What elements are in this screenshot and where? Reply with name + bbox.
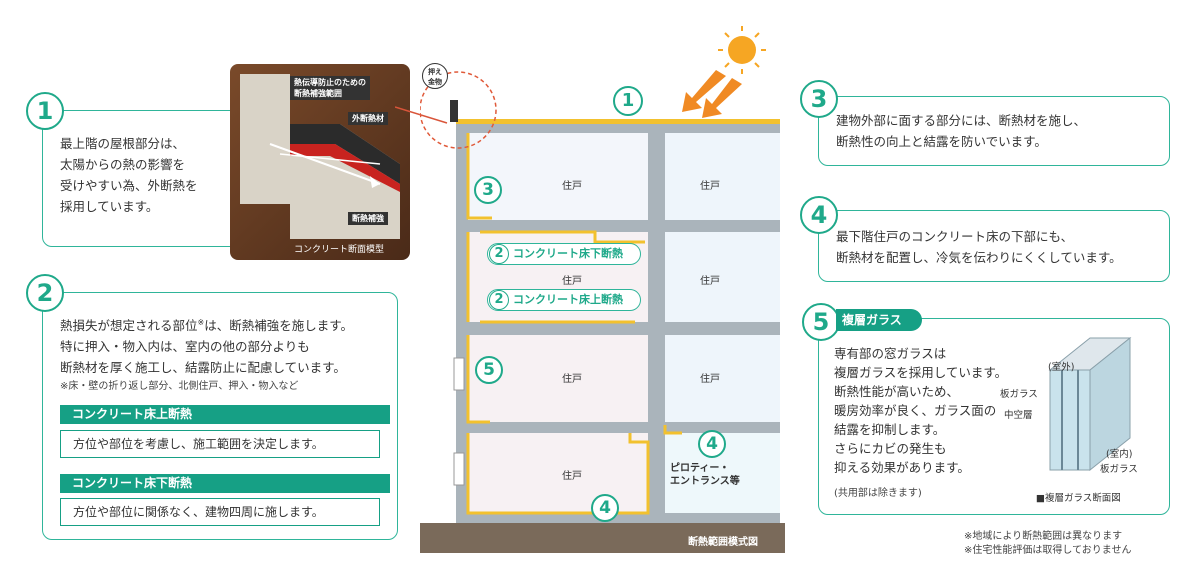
s5-line: 専有部の窓ガラスは [834,346,947,361]
ground [420,523,785,553]
section-3-card [818,96,1170,166]
pill-number: 2 [489,244,509,264]
s5-line: 断熱性能が高いため、 [834,384,960,399]
s5-line: さらにカビの発生も [834,441,947,456]
label-glass-outer: 板ガラス [1000,389,1038,400]
concrete-model-illustration [240,74,400,239]
fixture-label-line: 押え [428,68,442,76]
footnote: ※地域により断熱範囲は異なります [964,531,1123,542]
s2-line-part: 熱損失が想定される部位 [60,318,198,334]
fixture-metal [450,100,458,122]
unit-label: 住戸 [562,276,582,287]
photo-caption: コンクリート断面模型 [294,245,385,255]
inner-insulation [466,133,682,515]
section-5-title: 複層ガラス [836,309,922,331]
s1-line: 採用しています。 [60,199,159,214]
diagram-marker-1: 1 [613,86,643,116]
s4-line: 最下階住戸のコンクリート床の下部にも、 [836,229,1074,244]
footnote: ※住宅性能評価は取得しておりません [964,545,1132,556]
label-outside: (室外) [1048,362,1075,373]
window-icon [453,452,465,486]
section-5-text: 専有部の窓ガラスは 複層ガラスを採用しています。 断熱性能が高いため、 暖房効率… [834,344,1007,477]
photo-label-line: 熱伝導防止のための [294,78,366,87]
pill-floor-lower: 2 コンクリート床下断熱 [487,243,641,265]
photo-label-line: 断熱補強範囲 [294,89,342,98]
pill-text: コンクリート床上断熱 [513,293,623,306]
label-hollow: 中空層 [1004,410,1033,421]
s5-line: 抑える効果があります。 [834,460,970,475]
floor-lower-insulation-text: 方位や部位に関係なく、建物四周に施します。 [60,498,380,526]
label-inside: (室内) [1106,449,1133,460]
fixture-label: 押え 金物 [422,63,448,89]
glass-caption: ■複層ガラス断面図 [1036,493,1121,504]
floor-upper-insulation-title: コンクリート床上断熱 [60,405,390,424]
s5-line: 暖房効率が良く、ガラス面の [834,403,997,418]
fixture-highlight [420,71,497,149]
s1-line: 最上階の屋根部分は、 [60,136,186,151]
s1-line: 受けやすい為、外断熱を [60,178,198,193]
s2-line: 特に押入・物入内は、室内の他の部分よりも [60,339,310,355]
piloti-label: ピロティー・ エントランス等 [670,462,740,488]
section-1-text: 最上階の屋根部分は、 太陽からの熱の影響を 受けやすい為、外断熱を 採用していま… [60,133,198,217]
section-1-card [42,110,244,247]
section-1-number: 1 [26,92,64,130]
diagram-marker-4b: 4 [591,494,619,522]
heat-arrows [682,70,742,118]
piloti-line: ピロティー・ [670,463,730,474]
diagram-marker-5: 5 [475,356,503,384]
piloti-line: エントランス等 [670,476,740,487]
unit-label: 住戸 [562,471,582,482]
s5-line: 複層ガラスを採用しています。 [834,365,1008,380]
unit-label: 住戸 [562,374,582,385]
s3-line: 建物外部に面する部分には、断熱材を施し、 [836,113,1087,128]
diagram-marker-3: 3 [474,176,502,204]
pill-number: 2 [489,290,509,310]
photo-label-external-insulation: 外断熱材 [348,112,388,125]
floor-lower-insulation-title: コンクリート床下断熱 [60,474,390,493]
sun-icon [718,26,766,74]
section-5-note: (共用部は除きます) [834,488,922,499]
pill-text: コンクリート床下断熱 [513,247,623,260]
section-2-number: 2 [26,274,64,312]
s4-line: 断熱材を配置し、冷気を伝わりにくくしています。 [836,250,1122,265]
s2-line-part: は、断熱補強を施します。 [204,318,353,334]
label-glass-inner: 板ガラス [1100,464,1138,475]
pill-floor-upper: 2 コンクリート床上断熱 [487,289,641,311]
floor-upper-insulation-text: 方位や部位を考慮し、施工範囲を決定します。 [60,430,380,458]
section-3-number: 3 [800,80,838,118]
window-icon [453,357,465,391]
s5-line: 結露を抑制します。 [834,422,946,437]
roof-insulation [456,119,780,124]
section-4-number: 4 [800,196,838,234]
s3-line: 断熱性の向上と結露を防いでいます。 [836,134,1047,149]
s2-line: 熱損失が想定される部位※は、断熱補強を施します。 [60,312,353,336]
photo-label-reinforcement: 断熱補強 [348,212,388,225]
s2-line: 断熱材を厚く施工し、結露防止に配慮しています。 [60,360,346,376]
unit-label: 住戸 [562,181,582,192]
section-5-number: 5 [802,303,840,341]
diagram-marker-4a: 4 [698,430,726,458]
diagram-caption: 断熱範囲模式図 [688,537,758,548]
section-4-card [818,210,1170,282]
fixture-label-line: 金物 [428,78,442,86]
s1-line: 太陽からの熱の影響を [60,157,186,172]
concrete-model-photo: 熱伝導防止のための 断熱補強範囲 外断熱材 断熱補強 コンクリート断面模型 [230,64,410,260]
double-glass-illustration [1048,336,1132,472]
photo-label-range: 熱伝導防止のための 断熱補強範囲 [290,76,370,100]
section-2-note: ※床・壁の折り返し部分、北側住戸、押入・物入など [60,381,299,392]
note-mark: ※ [197,318,205,327]
section-4-text: 最下階住戸のコンクリート床の下部にも、 断熱材を配置し、冷気を伝わりにくくしてい… [836,226,1122,268]
unit-label: 住戸 [700,181,720,192]
unit-label: 住戸 [700,374,720,385]
unit-label: 住戸 [700,276,720,287]
section-2-text: 熱損失が想定される部位※は、断熱補強を施します。 特に押入・物入内は、室内の他の… [60,312,353,378]
section-3-text: 建物外部に面する部分には、断熱材を施し、 断熱性の向上と結露を防いでいます。 [836,110,1086,152]
